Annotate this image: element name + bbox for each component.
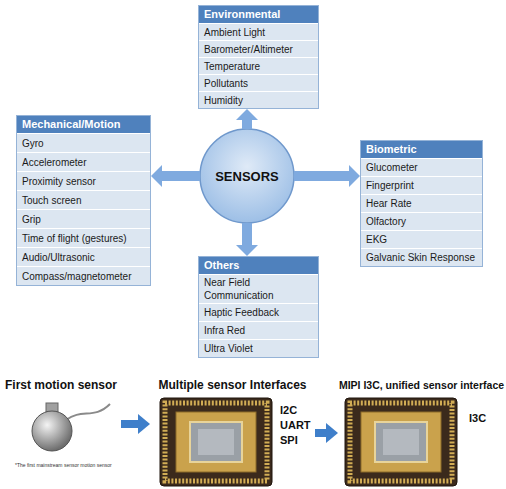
table-row: Hear Rate [361,194,482,212]
table-row: Galvanic Skin Response [361,248,482,266]
table-header: Others [199,257,318,274]
table-header: Biometric [361,141,482,158]
category-table: BiometricGlucometerFingerprintHear RateO… [360,140,483,267]
table-row: Infra Red [199,321,318,339]
section-heading: MIPI I3C, unified sensor interface [338,378,505,393]
sensor-cable [66,404,110,420]
block-arrow [242,223,252,245]
motion-sensor-ball [32,411,72,451]
table-row: Time of flight (gestures) [17,228,150,247]
category-table: OthersNear Field CommunicationHaptic Fee… [198,256,319,358]
table-row: Pollutants [199,74,318,91]
table-header: Environmental [199,6,318,23]
table-row: Grip [17,209,150,228]
table-row: Ultra Violet [199,339,318,357]
table-row: Temperature [199,57,318,74]
category-table: EnvironmentalAmbient LightBarometer/Alti… [198,5,319,109]
table-row: Ambient Light [199,23,318,40]
hub-circle: SENSORS [199,128,295,224]
block-arrow [242,120,252,129]
table-row: Proximity sensor [17,171,150,190]
chip-illustration [160,398,272,486]
table-row: Fingerprint [361,176,482,194]
table-header: Mechanical/Motion [17,116,150,133]
section-heading: First motion sensor [5,378,121,393]
table-row: Humidity [199,91,318,108]
stage-panel: First motion sensor *The first mainstream… [5,378,121,470]
stage-panel: Multiple sensor InterfacesI2C UART SPI [150,378,315,488]
table-row: Glucometer [361,158,482,176]
stage-panel: MIPI I3C, unified sensor interfaceI3C [338,378,505,488]
circle-shape [200,129,294,223]
table-row: Accelerometer [17,152,150,171]
table-row: Near Field Communication [199,274,318,303]
table-row: Touch screen [17,190,150,209]
table-row: Compass/magnetometer [17,266,150,285]
table-row: Gyro [17,133,150,152]
interface-label: SPI [280,434,298,447]
table-row: Audio/Ultrasonic [17,247,150,266]
block-arrow [162,171,200,181]
section-heading: Multiple sensor Interfaces [150,378,315,393]
table-row: EKG [361,230,482,248]
table-row: Haptic Feedback [199,303,318,321]
interface-label: I2C [280,404,297,417]
footnote: *The first mainstream sensor motion sens… [15,462,112,469]
block-arrow [315,429,326,437]
interface-label: I3C [469,412,486,425]
hub-label: SENSORS [199,128,295,224]
chip-illustration [345,398,457,486]
category-table: Mechanical/MotionGyroAccelerometerProxim… [16,115,151,286]
block-arrow [121,420,138,428]
table-row: Barometer/Altimeter [199,40,318,57]
table-row: Olfactory [361,212,482,230]
interface-label: UART [280,419,311,432]
block-arrow [294,171,349,181]
